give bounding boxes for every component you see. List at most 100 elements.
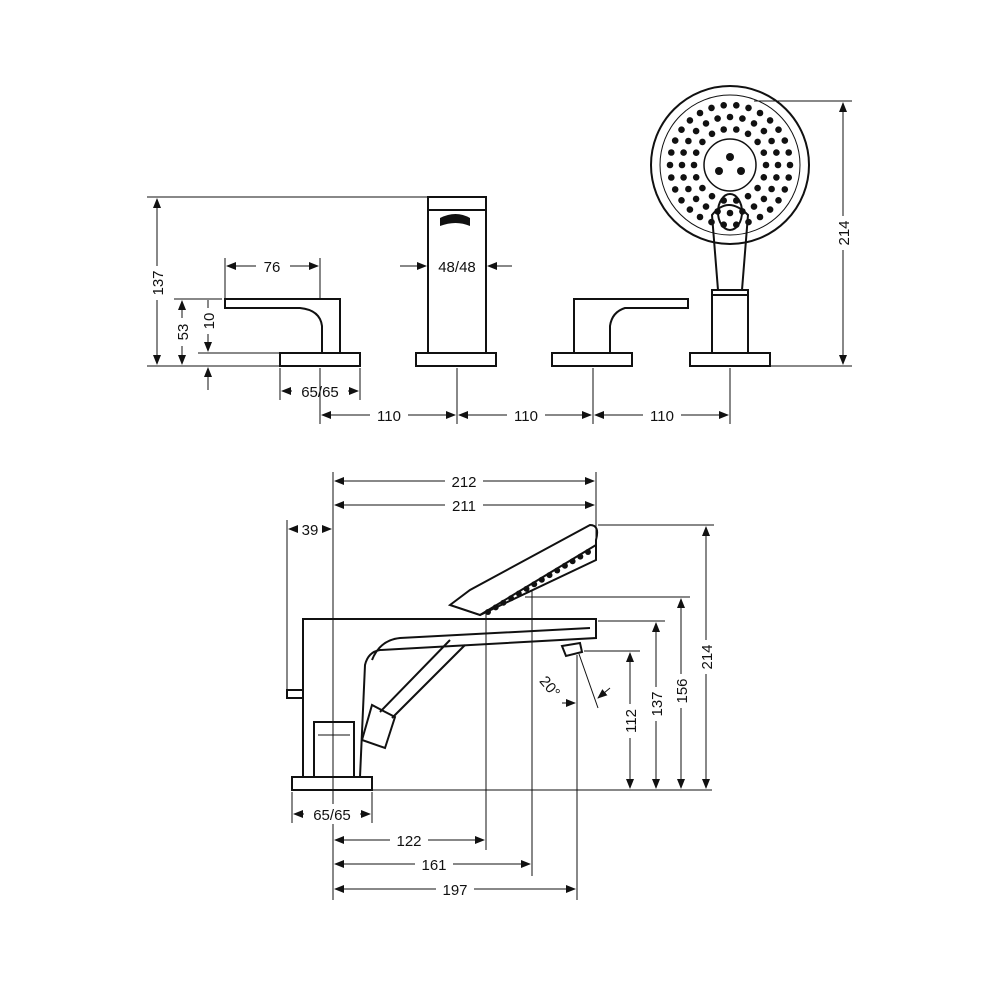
- nozzle-dot: [766, 206, 774, 213]
- nozzle-dot: [760, 127, 768, 135]
- nozzle-dot: [774, 161, 782, 169]
- nozzle-dot: [714, 208, 721, 215]
- nozzle-dot: [781, 137, 789, 144]
- nozzle-dot: [685, 137, 692, 145]
- dim-spacing-2: 110: [514, 408, 538, 425]
- nozzle-dot: [781, 186, 789, 193]
- spout: [415, 196, 497, 367]
- hand-shower: [650, 85, 810, 367]
- nozzle-dot: [690, 161, 698, 169]
- nozzle-dot: [720, 197, 727, 204]
- nozzle-dot: [760, 149, 768, 156]
- nozzle-dot: [671, 137, 679, 144]
- dim-161: 161: [421, 857, 446, 874]
- dim-156: 156: [674, 678, 691, 703]
- nozzle-dot: [750, 120, 758, 127]
- nozzle-dot: [720, 102, 727, 109]
- nozzle-dot: [699, 138, 706, 146]
- nozzle-dot: [699, 184, 706, 192]
- nozzle-dot: [775, 197, 782, 204]
- side-nozzle-dot: [515, 590, 522, 597]
- spray-nozzles: [703, 138, 757, 192]
- side-nozzle-dot: [531, 581, 538, 588]
- side-nozzle-dot: [523, 585, 530, 592]
- nozzle-dot: [702, 203, 710, 210]
- nozzle-dot: [678, 161, 686, 169]
- nozzle-dot: [745, 104, 752, 112]
- nozzle-dot: [768, 185, 775, 193]
- nozzle-dot: [671, 186, 679, 193]
- nozzle-dot: [744, 192, 752, 200]
- nozzle-dot: [686, 117, 694, 124]
- nozzle-dot: [692, 149, 700, 156]
- nozzle-dot: [766, 117, 774, 124]
- nozzle-dot: [760, 195, 768, 203]
- nozzle-dot: [768, 137, 775, 145]
- nozzle-dot: [775, 126, 782, 133]
- nozzle-dot: [678, 197, 685, 204]
- nozzle-dot: [754, 138, 761, 146]
- nozzle-dot: [786, 161, 794, 169]
- nozzle-dot: [686, 206, 694, 213]
- dim-spacing-3: 110: [650, 408, 674, 425]
- nozzle-dot: [708, 218, 715, 226]
- nozzle-dot: [678, 126, 685, 133]
- nozzle-dot: [708, 104, 715, 112]
- dim-211: 211: [452, 498, 476, 515]
- dim-65-65-side: 65/65: [313, 807, 351, 824]
- nozzle-dot: [744, 130, 752, 138]
- nozzle-dot: [692, 174, 700, 181]
- side-nozzle-dot: [508, 595, 515, 602]
- nozzle-dot: [714, 115, 721, 122]
- nozzle-dot: [785, 174, 792, 181]
- dim-112: 112: [623, 709, 640, 733]
- nozzle-dot: [720, 221, 727, 228]
- nozzle-dot: [708, 192, 716, 200]
- nozzle-dot: [696, 213, 704, 221]
- nozzle-dot: [762, 161, 770, 169]
- side-nozzle-dot: [538, 576, 545, 583]
- side-nozzle-dot: [554, 567, 561, 574]
- side-nozzle-dot: [569, 558, 576, 565]
- nozzle-dot: [756, 109, 764, 117]
- nozzle-dot: [726, 209, 734, 217]
- dim-214-side: 214: [699, 644, 716, 669]
- dim-137-side: 137: [649, 691, 666, 716]
- dim-10: 10: [201, 313, 218, 330]
- side-view: 212 211 39 65/65 122 161 197 112 13: [286, 471, 718, 900]
- side-nozzle-dot: [561, 562, 568, 569]
- dim-214-front: 214: [836, 220, 853, 245]
- nozzle-dot: [733, 197, 740, 204]
- nozzle-dot: [680, 149, 687, 156]
- nozzle-dot: [726, 113, 734, 121]
- nozzle-dot: [739, 115, 746, 122]
- nozzle-dot: [696, 109, 704, 117]
- nozzle-dot: [692, 195, 700, 203]
- nozzle-dot: [754, 184, 761, 192]
- dim-48-48: 48/48: [438, 259, 476, 276]
- left-valve-handle: [224, 298, 361, 367]
- nozzle-dot: [708, 130, 716, 138]
- nozzle-dot: [739, 208, 746, 215]
- side-nozzle-dot: [585, 549, 591, 555]
- dim-spacing-1: 110: [377, 408, 401, 425]
- dim-137-front: 137: [150, 270, 167, 295]
- nozzle-dot: [773, 174, 780, 181]
- side-nozzle-dot: [492, 604, 499, 611]
- nozzle-dot: [733, 126, 740, 133]
- nozzle-dot: [666, 161, 674, 169]
- nozzle-dot: [756, 213, 764, 221]
- nozzle-dot: [680, 174, 687, 181]
- right-valve-handle: [551, 298, 689, 367]
- nozzle-dot: [773, 149, 780, 156]
- dim-197: 197: [442, 882, 467, 899]
- nozzle-dot: [685, 185, 692, 193]
- dim-76: 76: [264, 259, 281, 276]
- nozzle-dot: [760, 174, 768, 181]
- nozzle-dot: [745, 218, 752, 226]
- nozzle-dot: [702, 120, 710, 127]
- dim-53: 53: [175, 324, 192, 341]
- side-nozzle-dot: [500, 599, 507, 606]
